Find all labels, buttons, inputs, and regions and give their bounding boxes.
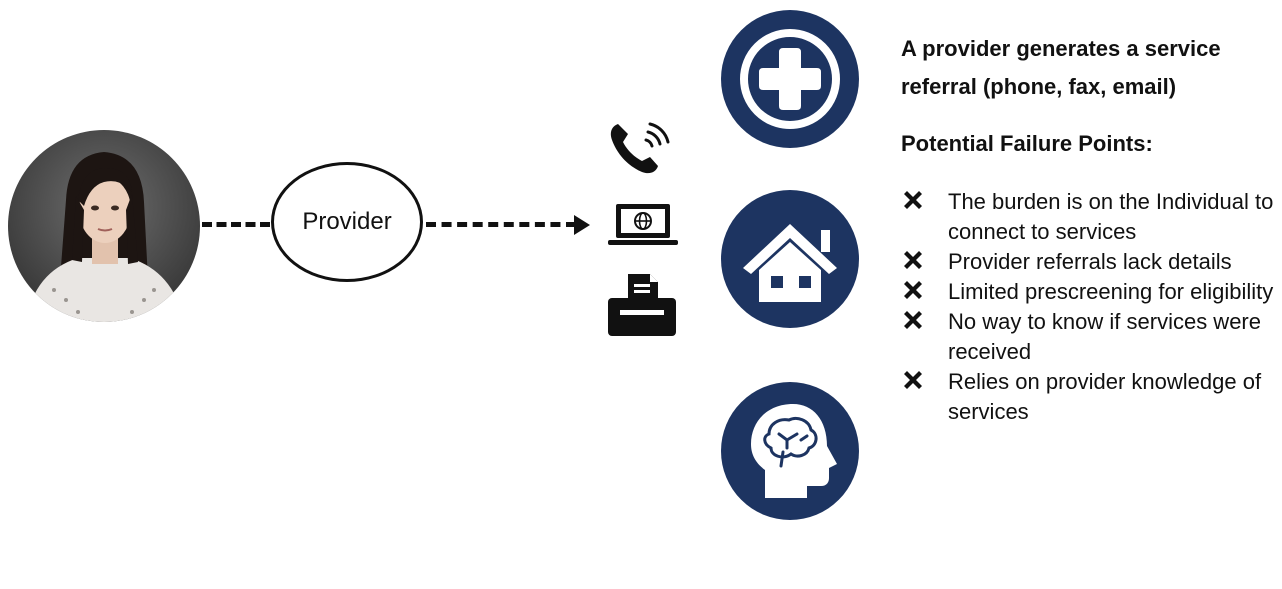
failure-point-text: The burden is on the Individual to conne… xyxy=(948,189,1274,244)
house-icon xyxy=(743,224,837,302)
arrowhead-icon xyxy=(574,215,590,235)
connector-provider-to-channels xyxy=(426,222,576,227)
failure-points-list: The burden is on the Individual to conne… xyxy=(901,187,1276,427)
x-icon xyxy=(904,251,922,269)
brain-head-icon xyxy=(751,404,837,498)
housing-category-circle xyxy=(721,190,859,328)
provider-label: Provider xyxy=(302,208,392,235)
x-icon xyxy=(904,191,922,209)
failure-point-text: Limited prescreening for eligibility xyxy=(948,279,1274,304)
medical-category-circle xyxy=(721,10,859,148)
person-photo xyxy=(8,130,200,322)
failure-point-item: The burden is on the Individual to conne… xyxy=(901,187,1276,247)
failure-point-item: Limited prescreening for eligibility xyxy=(901,277,1276,307)
x-icon xyxy=(904,281,922,299)
failure-point-item: No way to know if services were received xyxy=(901,307,1276,367)
failure-point-text: Relies on provider knowledge of services xyxy=(948,369,1262,424)
referral-description: A provider generates a service referral … xyxy=(901,36,1221,99)
provider-node: Provider xyxy=(271,162,423,282)
behavioral-health-category-circle xyxy=(721,382,859,520)
phone-icon xyxy=(610,122,670,174)
failure-point-item: Provider referrals lack details xyxy=(901,247,1276,277)
failure-points-heading: Potential Failure Points: xyxy=(901,131,1153,156)
laptop-globe-icon xyxy=(608,204,678,245)
failure-point-text: No way to know if services were received xyxy=(948,309,1261,364)
failure-point-text: Provider referrals lack details xyxy=(948,249,1232,274)
failure-point-item: Relies on provider knowledge of services xyxy=(901,367,1276,427)
x-icon xyxy=(904,371,922,389)
medical-cross-icon xyxy=(740,29,840,129)
x-icon xyxy=(904,311,922,329)
connector-person-to-provider xyxy=(202,222,270,227)
fax-icon xyxy=(608,274,676,336)
